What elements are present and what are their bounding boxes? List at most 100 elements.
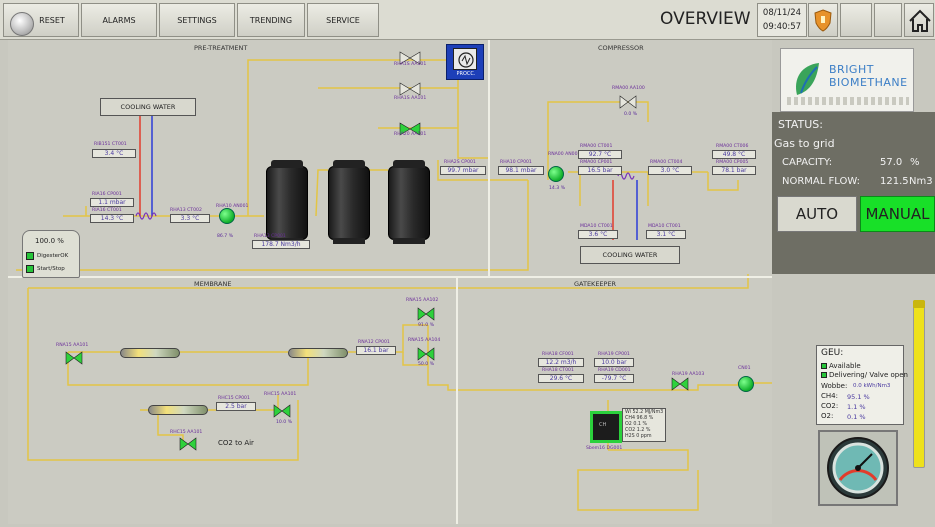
- compressor-pump[interactable]: [548, 166, 564, 182]
- section-compressor: COMPRESSOR: [598, 44, 644, 52]
- value-comp-outlet-pressure[interactable]: 16.5 bar: [578, 166, 622, 175]
- tag-rha18-ct001: RHA18 CT001: [542, 368, 574, 373]
- blower-pump[interactable]: [219, 208, 235, 224]
- digester-panel: 100.0 % DigesterOK Start/Stop: [22, 230, 80, 278]
- compressor-speed: 14.3 %: [549, 186, 566, 191]
- value-oil-temp[interactable]: 49.8 °C: [712, 150, 756, 159]
- tag-rma00-ct001: RMA00 CT001: [580, 144, 613, 149]
- value-inlet-pressure[interactable]: 1.1 mbar: [90, 198, 134, 207]
- pressure-bar-cap: [913, 300, 925, 308]
- value-product-flow[interactable]: 12.2 m3/h: [538, 358, 584, 367]
- tag-mda10-ct001-a: MDA10 CT001: [580, 224, 613, 229]
- tag-mda10-ct001-b: MDA10 CT001: [648, 224, 681, 229]
- valve-aa104-percent: 50.0 %: [418, 362, 435, 367]
- section-pretreatment: PRE-TREATMENT: [194, 44, 248, 52]
- shield-button[interactable]: [808, 3, 838, 37]
- shield-icon: [814, 9, 832, 32]
- valve-rhc15-percent: 10.0 %: [276, 420, 293, 425]
- blank-button-2[interactable]: [874, 3, 902, 37]
- valve-rna15-104-icon: [417, 347, 435, 361]
- top-bar: RESET ALARMS SETTINGS TRENDING SERVICE O…: [0, 0, 935, 40]
- reset-button[interactable]: RESET: [3, 3, 79, 37]
- status-panel: STATUS: Gas to grid CAPACITY: 57.0 % NOR…: [772, 112, 935, 274]
- value-cw-supply[interactable]: 3.1 °C: [646, 230, 686, 239]
- digester-ok-label: DigesterOK: [37, 253, 69, 259]
- tag-rma00-aa100: RMA00 AA100: [612, 86, 645, 91]
- tag-rha2s-cp001: RHA2S CP001: [444, 160, 476, 165]
- pressure-gauge[interactable]: [818, 430, 898, 506]
- geu-panel: GEU: Available Delivering/ Valve open Wo…: [816, 345, 908, 425]
- gas-analyzer-button[interactable]: CH: [590, 411, 622, 443]
- valve-rha19-103-icon: [671, 377, 689, 391]
- status-value: Gas to grid: [774, 137, 835, 150]
- membrane-stage-3[interactable]: [148, 405, 208, 415]
- tag-ria16-ct001: RIA16 CT001: [92, 208, 122, 213]
- cooling-water-box-2: COOLING WATER: [580, 246, 680, 264]
- tag-sbem16-dg001: Sbem16 DG001: [586, 446, 623, 451]
- manual-button[interactable]: MANUAL: [860, 196, 935, 232]
- value-gas-flow[interactable]: 178.7 Nm3/h: [252, 240, 310, 249]
- analyzer-row-o2: O2 0.1 %: [625, 422, 648, 427]
- value-cooling-temp[interactable]: 3.4 °C: [92, 149, 136, 158]
- capacity-unit: %: [910, 157, 920, 168]
- tag-rib151-ct001: RIB151 CT001: [94, 142, 127, 147]
- alarms-label: ALARMS: [102, 15, 136, 25]
- section-divider-h: [8, 276, 772, 278]
- capacity-label: CAPACITY:: [782, 157, 833, 168]
- process-area: PRE-TREATMENT COMPRESSOR MEMBRANE GATEKE…: [8, 40, 772, 524]
- value-oil-pressure[interactable]: 78.1 bar: [712, 166, 756, 175]
- procc-button[interactable]: PROCC.: [446, 44, 484, 80]
- tag-rna00-an001: RNA00 AN001: [548, 152, 581, 157]
- value-pre-pressure[interactable]: 99.7 mbar: [440, 166, 486, 175]
- settings-button[interactable]: SETTINGS: [159, 3, 235, 37]
- value-comp-inlet-pressure[interactable]: 98.1 mbar: [498, 166, 544, 175]
- valve-rhc15-101-icon: [273, 404, 291, 418]
- auto-button[interactable]: AUTO: [777, 196, 857, 232]
- filter-tank-3[interactable]: [388, 160, 430, 244]
- geu-delivering-indicator: [821, 372, 827, 378]
- tag-rha19-aa103: RHA19 AA103: [672, 372, 705, 377]
- capacity-value: 57.0: [880, 157, 903, 168]
- membrane-stage-1[interactable]: [120, 348, 180, 358]
- value-cooler-temp[interactable]: 3.0 °C: [648, 166, 692, 175]
- home-button[interactable]: [904, 3, 934, 37]
- tag-rha19-cp001: RHA19 CP001: [598, 352, 630, 357]
- membrane-stage-2[interactable]: [288, 348, 348, 358]
- tag-rma00-cp001: RMA00 CP001: [580, 160, 613, 165]
- service-label: SERVICE: [326, 15, 360, 25]
- value-membrane-pressure[interactable]: 16.1 bar: [356, 346, 396, 355]
- value-inlet-temp[interactable]: 14.3 °C: [90, 214, 134, 223]
- tag-rna15-aa101: RNA15 AA101: [56, 343, 89, 348]
- value-gas-temp[interactable]: 3.3 °C: [170, 214, 210, 223]
- capacity-percent-unit: %: [57, 237, 64, 245]
- trending-button[interactable]: TRENDING: [237, 3, 305, 37]
- value-product-temp[interactable]: 29.6 °C: [538, 374, 584, 383]
- service-button[interactable]: SERVICE: [307, 3, 379, 37]
- value-cw-return[interactable]: 3.6 °C: [578, 230, 618, 239]
- geu-available-label: Available: [829, 362, 861, 370]
- filter-tank-2[interactable]: [328, 160, 370, 244]
- value-dewpoint[interactable]: -79.7 °C: [594, 374, 634, 383]
- filter-tank-1[interactable]: [266, 160, 308, 244]
- valve-co2-air-icon: [179, 437, 197, 451]
- reset-label: RESET: [39, 15, 65, 25]
- date-text: 08/11/24: [762, 8, 802, 18]
- blank-button-1[interactable]: [840, 3, 872, 37]
- page-title: OVERVIEW: [660, 9, 751, 29]
- geu-co2-label: CO2:: [821, 402, 839, 410]
- procc-label: PROCC.: [456, 71, 476, 77]
- alarms-button[interactable]: ALARMS: [81, 3, 157, 37]
- value-comp-outlet-temp[interactable]: 92.7 °C: [578, 150, 622, 159]
- tag-rma00-cp005: RMA00 CP005: [716, 160, 749, 165]
- pressure-bar: [913, 300, 925, 468]
- start-stop-checkbox[interactable]: [26, 265, 34, 273]
- trending-label: TRENDING: [249, 15, 293, 25]
- gatekeeper-pump[interactable]: [738, 376, 754, 392]
- digester-ok-checkbox[interactable]: [26, 252, 34, 260]
- value-permeate-pressure[interactable]: 2.5 bar: [216, 402, 256, 411]
- geu-available-indicator: [821, 363, 827, 369]
- capacity-percent: 100.0: [35, 237, 56, 245]
- valve-aa101-2-icon: [399, 82, 421, 96]
- valve-aa101-1-icon: [399, 51, 421, 65]
- value-product-pressure[interactable]: 10.0 bar: [594, 358, 634, 367]
